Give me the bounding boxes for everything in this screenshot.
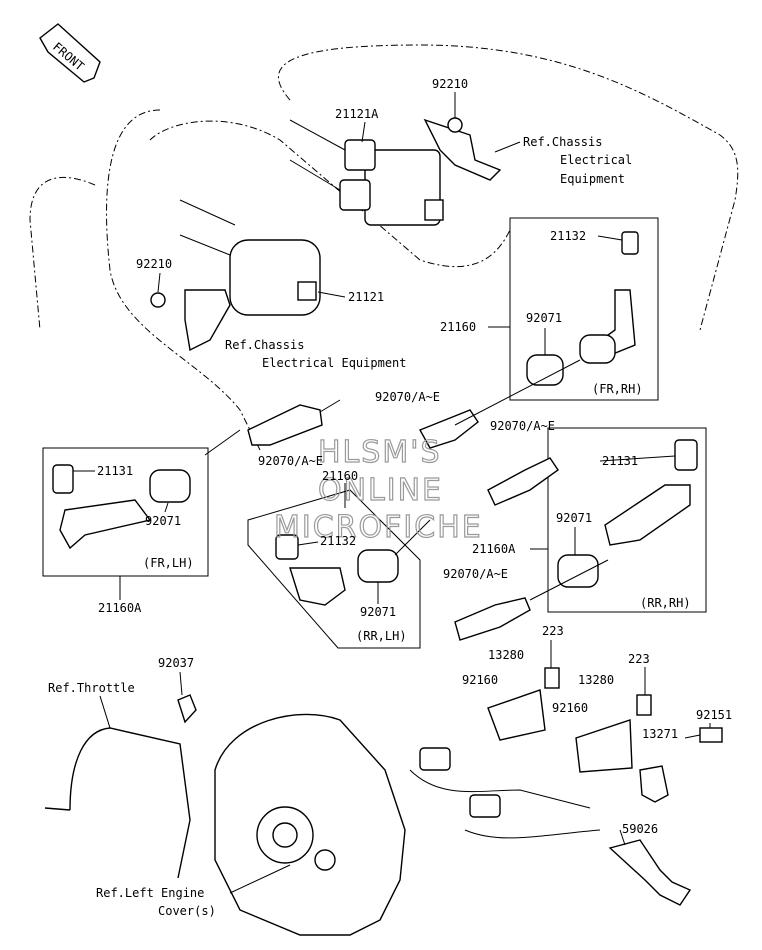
- label-92070-right: 92070/A~E: [490, 419, 555, 433]
- clamp-92037: [177, 694, 197, 724]
- label-92071-right: 92071: [526, 311, 562, 325]
- label-rr-lh: (RR,LH): [356, 629, 407, 643]
- label-ref-chassis-top-1: Ref.Chassis: [523, 135, 602, 149]
- ignition-coil-lower: [179, 199, 321, 352]
- watermark-line-3: MICROFICHE: [274, 510, 483, 545]
- label-13280-b: 13280: [578, 673, 614, 687]
- label-92070-center: 92070/A~E: [375, 390, 440, 404]
- harness-59026: [608, 839, 692, 906]
- label-21160-center: 21160: [322, 469, 358, 483]
- label-ref-throttle: Ref.Throttle: [48, 681, 135, 695]
- label-ref-chassis-top-3: Equipment: [560, 172, 625, 186]
- harness-outline-upper: [278, 44, 739, 331]
- label-21131-right: 21131: [602, 454, 638, 468]
- label-59026: 59026: [622, 822, 658, 836]
- label-223-b: 223: [628, 652, 650, 666]
- label-21160-right: 21160: [440, 320, 476, 334]
- label-ref-engine-2: Cover(s): [158, 904, 216, 918]
- plug-cap-rr-lh: [275, 534, 346, 606]
- label-21160a-right: 21160A: [472, 542, 516, 556]
- label-92160-a: 92160: [462, 673, 498, 687]
- spark-plug-lower: [454, 597, 531, 641]
- box-21160-fr-rh: [509, 217, 659, 401]
- leader-lines: [73, 92, 711, 894]
- label-223-a: 223: [542, 624, 564, 638]
- box-21160a-fr-lh: [42, 447, 209, 577]
- bracket-13280-a: [487, 689, 546, 741]
- seal-92071-rr-rh: [557, 554, 599, 588]
- label-92210-top: 92210: [432, 77, 468, 91]
- throttle-cable: [44, 727, 191, 879]
- front-arrow-icon: FRONT: [39, 23, 101, 83]
- label-21121: 21121: [348, 290, 384, 304]
- spark-plug-left: [247, 399, 341, 446]
- ignition-coil-upper: [289, 118, 502, 226]
- bolt-92151: [684, 727, 723, 743]
- label-fr-lh: (FR,LH): [143, 556, 194, 570]
- label-92071-left: 92071: [145, 514, 181, 528]
- box-21160-rr-lh: [247, 489, 421, 649]
- label-92160-b: 92160: [552, 701, 588, 715]
- sensor-wiring: [409, 747, 601, 839]
- label-13280-a: 13280: [488, 648, 524, 662]
- label-ref-chassis-left-1: Ref.Chassis: [225, 338, 304, 352]
- label-92071-center: 92071: [360, 605, 396, 619]
- nut-92210-left: [150, 292, 166, 308]
- label-92071-rr: 92071: [556, 511, 592, 525]
- label-ref-engine-1: Ref.Left Engine: [96, 886, 204, 900]
- seal-92071-rr-lh: [357, 549, 399, 583]
- harness-outline-middle: [106, 109, 261, 451]
- bracket-13280-b: [575, 719, 633, 773]
- label-92070-lower: 92070/A~E: [443, 567, 508, 581]
- harness-outline-left: [29, 177, 96, 331]
- label-21132-center: 21132: [320, 534, 356, 548]
- nut-92210-top: [447, 117, 463, 133]
- plug-cap-fr-lh: [52, 464, 152, 550]
- label-92151: 92151: [696, 708, 732, 722]
- label-21160a-left: 21160A: [98, 601, 142, 615]
- label-21131-left: 21131: [97, 464, 133, 478]
- label-13271: 13271: [642, 727, 678, 741]
- seal-92071-fr-lh: [149, 469, 191, 503]
- plug-cap-fr-rh: [579, 231, 639, 364]
- label-21121a: 21121A: [335, 107, 379, 121]
- label-ref-chassis-top-2: Electrical: [560, 153, 632, 167]
- label-21132-right: 21132: [550, 229, 586, 243]
- label-92210-left: 92210: [136, 257, 172, 271]
- clamp-13271: [639, 765, 669, 803]
- bolt-223-a: [544, 667, 560, 689]
- label-fr-rh: (FR,RH): [592, 382, 643, 396]
- seal-92071-fr-rh: [526, 354, 564, 386]
- label-rr-rh: (RR,RH): [640, 596, 691, 610]
- spark-plug-right: [487, 457, 559, 506]
- label-92037: 92037: [158, 656, 194, 670]
- label-ref-chassis-left-2: Electrical Equipment: [262, 356, 407, 370]
- label-92070-left: 92070/A~E: [258, 454, 323, 468]
- engine-cover: [214, 713, 406, 936]
- box-21160a-rr-rh: [547, 427, 707, 613]
- bolt-223-b: [636, 694, 652, 716]
- harness-outline-coil-top: [149, 120, 511, 268]
- watermark-line-2: ONLINE: [318, 473, 443, 508]
- watermark-line-1: HLSM'S: [318, 435, 442, 470]
- plug-cap-rr-rh: [604, 439, 698, 546]
- spark-plug-center: [419, 409, 479, 449]
